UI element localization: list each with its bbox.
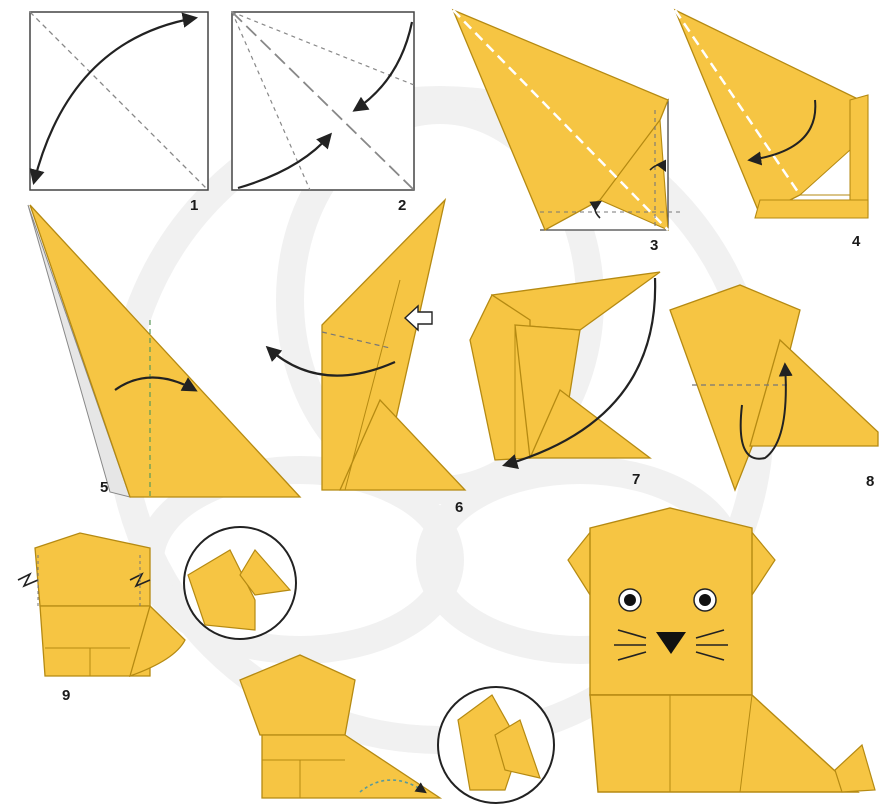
zoom-circle-icon (184, 527, 296, 639)
step-label: 6 (455, 499, 463, 516)
finished-cat (568, 508, 875, 792)
cat-pupil (624, 594, 636, 606)
cat-ear (750, 530, 775, 598)
cat-head (590, 508, 752, 695)
step-label: 7 (632, 471, 640, 488)
paper-head (35, 533, 150, 606)
zigzag-fold-icon (18, 574, 38, 586)
step-label: 1 (190, 197, 198, 214)
step-7: 7 (470, 272, 660, 488)
step-label: 5 (100, 479, 108, 496)
step-4: 4 (675, 10, 868, 250)
step-label: 8 (866, 473, 874, 490)
step-label: 2 (398, 197, 406, 214)
step-1: 1 (30, 12, 208, 214)
cat-body (590, 695, 858, 792)
paper-flap (755, 200, 868, 218)
step-label: 3 (650, 237, 658, 254)
zoom-circle-icon (438, 687, 554, 803)
step-label: 9 (62, 687, 70, 704)
step-8: 8 (670, 285, 878, 490)
cat-tail (835, 745, 875, 792)
step-2: 2 (232, 12, 414, 214)
cat-pupil (699, 594, 711, 606)
paper-flap (850, 95, 868, 215)
cat-ear (568, 530, 592, 598)
step-label: 4 (852, 233, 861, 250)
